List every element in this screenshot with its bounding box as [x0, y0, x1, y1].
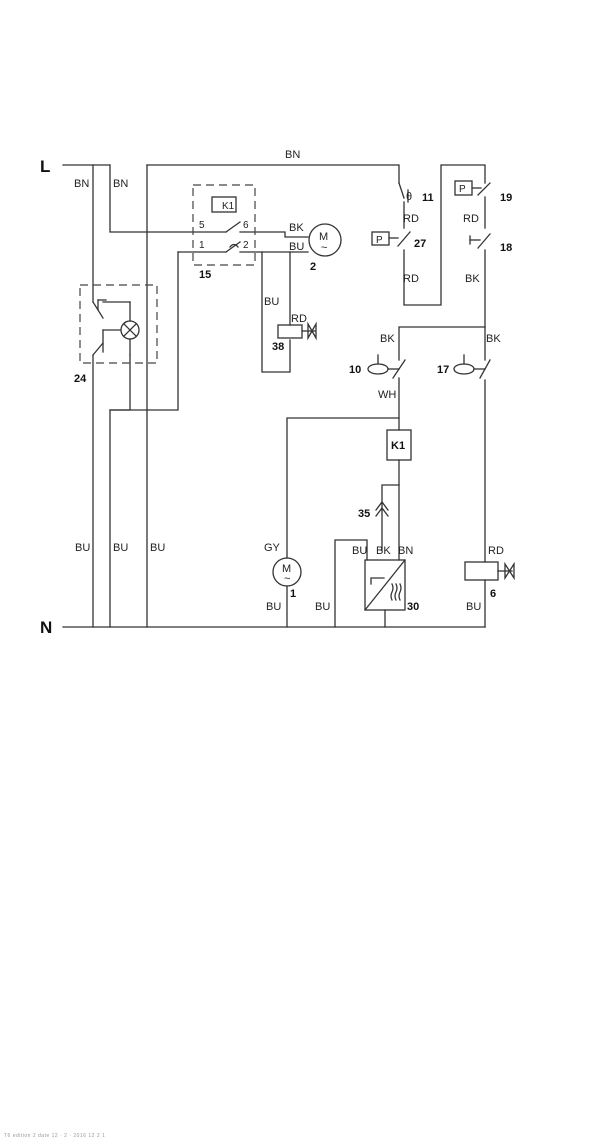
wire-label: BK	[486, 333, 501, 345]
left-wires	[93, 165, 399, 627]
component-number: 17	[437, 364, 449, 376]
wire-label: BK	[465, 273, 480, 285]
component-24	[80, 285, 157, 363]
wire-label: BK	[289, 222, 304, 234]
wire-label: BU	[289, 241, 304, 253]
wire-label: BU	[150, 542, 165, 554]
component-number: 15	[199, 269, 211, 281]
wire-label: BK	[380, 333, 395, 345]
wire-label: RD	[403, 213, 419, 225]
wire-label: BN	[285, 149, 300, 161]
component-number: 27	[414, 238, 426, 250]
wire-label: BU	[466, 601, 481, 613]
motor-tilde: ~	[321, 242, 327, 254]
wire-label: RD	[291, 313, 307, 325]
wire-label: BU	[113, 542, 128, 554]
wire-label: BK	[376, 545, 391, 557]
wire-label: RD	[488, 545, 504, 557]
component-number: 30	[407, 601, 419, 613]
footer-text: T6 edition 2 date 12 · 2 · 2016 12 2 1	[4, 1133, 105, 1139]
coil-k1	[382, 418, 411, 550]
pin-label: 6	[243, 220, 249, 231]
switch-17	[454, 327, 490, 562]
rails	[63, 165, 485, 627]
component-number: 10	[349, 364, 361, 376]
component-number: 11	[422, 192, 434, 204]
thermostat-symbol: θ	[406, 191, 412, 203]
wire-label: BU	[264, 296, 279, 308]
wire-label: BN	[398, 545, 413, 557]
wire-label: RD	[463, 213, 479, 225]
wire-label: BU	[315, 601, 330, 613]
relay-label: K1	[222, 201, 235, 212]
component-38	[262, 252, 316, 372]
pin-label: 5	[199, 220, 205, 231]
branch-19-18	[399, 181, 490, 360]
terminal-n: N	[40, 618, 52, 637]
component-number: 38	[272, 341, 284, 353]
wire-label: BU	[352, 545, 367, 557]
component-number: 2	[310, 261, 316, 273]
component-number: 6	[490, 588, 496, 600]
terminal-l: L	[40, 157, 50, 176]
wire-label: BN	[113, 178, 128, 190]
pressure-symbol: P	[376, 235, 383, 246]
wire-label: BU	[266, 601, 281, 613]
motor-tilde: ~	[284, 573, 290, 585]
wire-label: BU	[75, 542, 90, 554]
pin-label: 1	[199, 240, 205, 251]
component-number: 1	[290, 588, 296, 600]
coil-label: K1	[391, 440, 405, 452]
wire-label: GY	[264, 542, 281, 554]
wire-label: BN	[74, 178, 89, 190]
pressure-symbol: P	[459, 184, 466, 195]
component-number: 24	[74, 373, 87, 385]
wire-label: RD	[403, 273, 419, 285]
component-number: 19	[500, 192, 512, 204]
heater-30	[335, 485, 405, 627]
component-number: 35	[358, 508, 370, 520]
pin-label: 2	[243, 240, 249, 251]
wire-label: WH	[378, 389, 396, 401]
component-number: 18	[500, 242, 512, 254]
